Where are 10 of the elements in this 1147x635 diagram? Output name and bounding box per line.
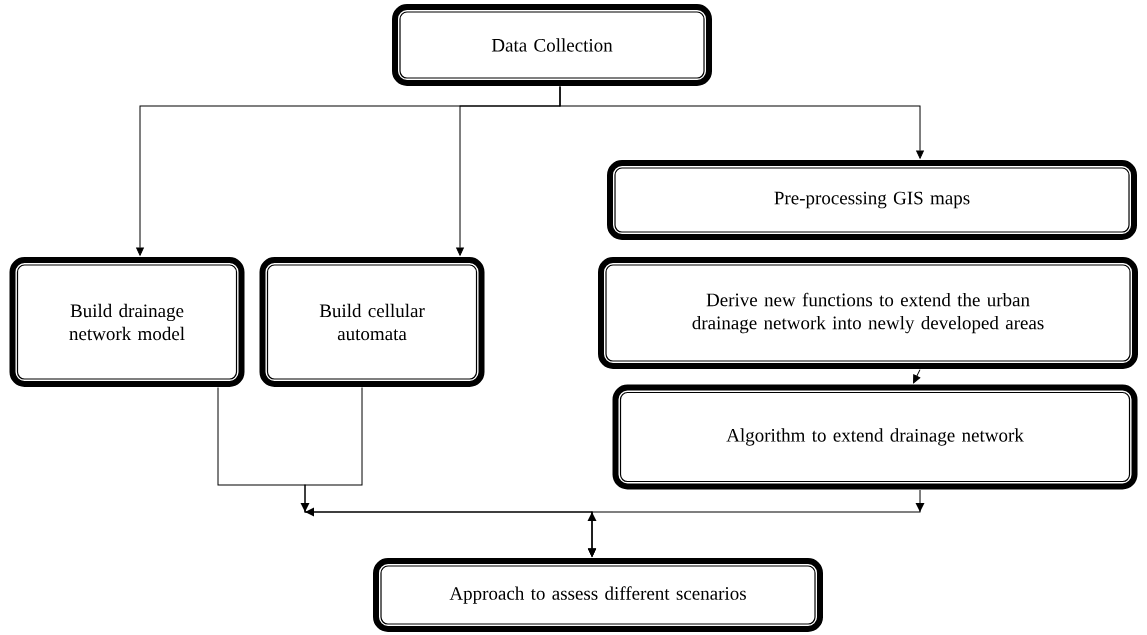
arrow bbox=[588, 489, 921, 557]
process-box: Build drainage network model bbox=[9, 257, 245, 387]
arrow bbox=[913, 369, 921, 384]
process-box: Pre-processing GIS maps bbox=[607, 160, 1137, 240]
process-box: Approach to assess different scenarios bbox=[373, 558, 823, 632]
arrow bbox=[559, 86, 924, 159]
process-box: Derive new functions to extend the urban drainage network into newly developed areas bbox=[598, 257, 1138, 369]
process-box: Build cellular automata bbox=[259, 257, 485, 387]
process-box: Algorithm to extend drainage network bbox=[612, 384, 1138, 490]
process-box: Data Collection bbox=[392, 4, 712, 86]
